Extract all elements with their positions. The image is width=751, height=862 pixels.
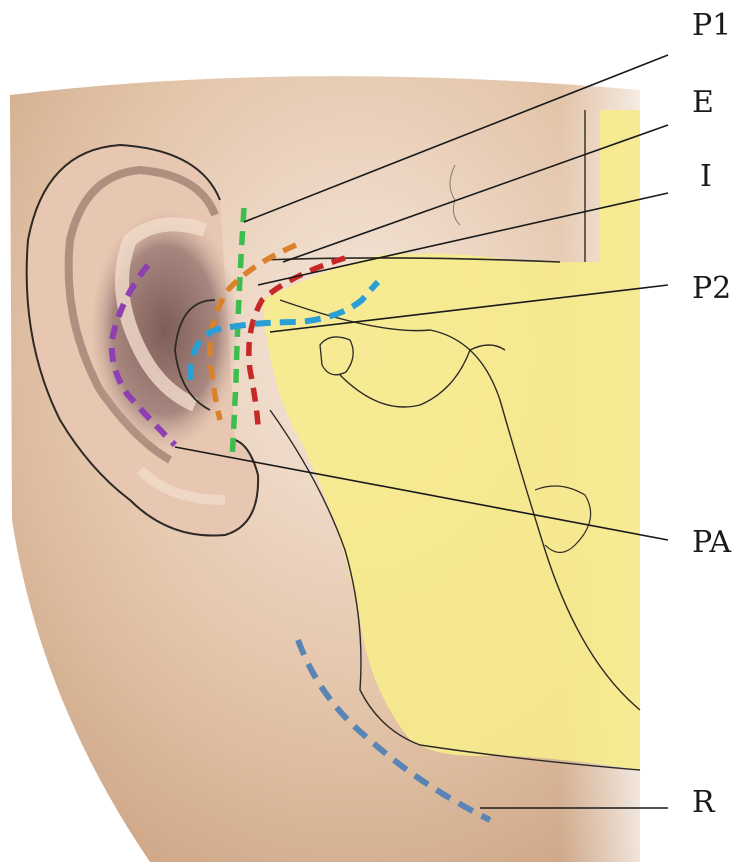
- label-r: R: [692, 785, 716, 820]
- label-pa: PA: [692, 525, 731, 560]
- label-i: I: [700, 159, 712, 194]
- label-p2: P2: [692, 271, 731, 306]
- label-e: E: [692, 85, 714, 120]
- label-p1: P1: [692, 8, 731, 43]
